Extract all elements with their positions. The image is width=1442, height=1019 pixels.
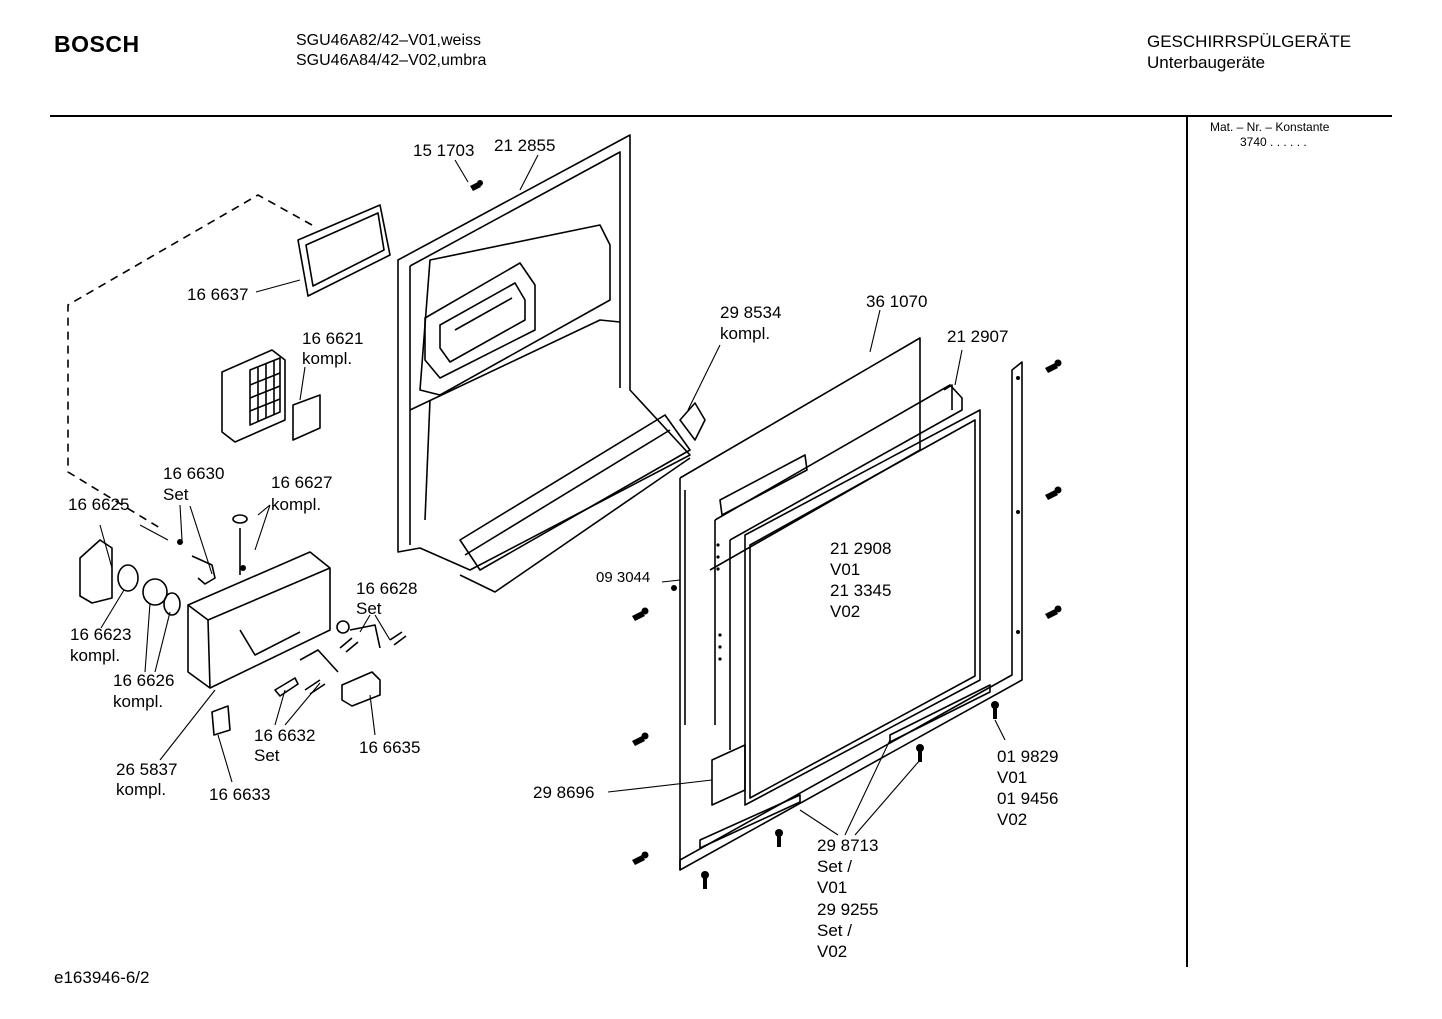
lever-166628: [349, 624, 381, 649]
control-module: [187, 551, 331, 689]
header-divider: [50, 115, 1392, 117]
part-299255-sub1: Set /: [817, 921, 852, 940]
part-166628: 16 6628: [356, 579, 417, 598]
bottom-trim-left: [699, 794, 801, 849]
bezel-166623: [79, 539, 113, 604]
spring-a: [339, 637, 359, 653]
part-213345-sub: V02: [830, 602, 860, 621]
part-166635: 16 6635: [359, 738, 420, 757]
part-299255: 29 9255: [817, 900, 878, 919]
part-265837: 26 5837: [116, 760, 177, 779]
ball-166628: [336, 620, 350, 634]
part-298713-sub2: V01: [817, 878, 847, 897]
part-166632: 16 6632: [254, 726, 315, 745]
part-213345: 21 3345: [830, 581, 891, 600]
part-166623-sub: kompl.: [70, 646, 120, 665]
mat-nr-label: Mat. – Nr. – Konstante: [1210, 120, 1330, 134]
lever-166632: [299, 649, 339, 673]
category-title: GESCHIRRSPÜLGERÄTE: [1147, 32, 1352, 51]
ring-166626a: [142, 578, 168, 606]
inner-door-panel: [397, 134, 691, 571]
part-299255-sub2: V02: [817, 942, 847, 961]
part-151703: 15 1703: [413, 141, 474, 160]
leader-lines: [99, 154, 1006, 836]
clip-166630: [191, 555, 216, 585]
part-019456: 01 9456: [997, 789, 1058, 808]
part-166633: [211, 705, 231, 736]
part-298534-sub: kompl.: [720, 324, 770, 343]
part-298713: 29 8713: [817, 836, 878, 855]
part-166621: 16 6621: [302, 329, 363, 348]
bottom-trim-right: [889, 684, 991, 743]
decor-panel: [744, 409, 981, 806]
part-019829-sub: V01: [997, 768, 1027, 787]
part-212907: 21 2907: [947, 327, 1008, 346]
outer-door-panel: [679, 337, 921, 870]
category-subtitle: Unterbaugeräte: [1147, 53, 1266, 72]
part-166621-sub: kompl.: [302, 349, 352, 368]
part-166637: 16 6637: [187, 285, 248, 304]
part-166627-sub: kompl.: [271, 495, 321, 514]
rod-166627: [232, 514, 248, 575]
spring-b: [304, 679, 326, 695]
part-298534: 29 8534: [720, 303, 781, 322]
grille-166621: [221, 349, 321, 443]
ring-166626b: [163, 592, 181, 616]
part-212908: 21 2908: [830, 539, 891, 558]
part-166628-sub: Set: [356, 599, 382, 618]
hinge-clip-298534: [679, 402, 706, 441]
switch-166635: [341, 671, 381, 707]
dashed-leader: [67, 194, 313, 529]
insulation-frame: [714, 384, 963, 750]
part-166626: 16 6626: [113, 671, 174, 690]
part-093044: 09 3044: [596, 569, 650, 586]
part-166627: 16 6627: [271, 473, 332, 492]
spring-c: [389, 631, 407, 646]
model-line-2: SGU46A84/42–V02,umbra: [296, 52, 487, 69]
side-trim-rail: [679, 361, 1023, 871]
part-298713-sub1: Set /: [817, 857, 852, 876]
lower-block-298696: [711, 744, 746, 806]
brand-logo: BOSCH: [54, 31, 140, 57]
lower-trim-strip: [459, 414, 691, 593]
part-212855: 21 2855: [494, 136, 555, 155]
model-line-1: SGU46A82/42–V01,weiss: [296, 32, 481, 49]
bracket-212907: [943, 384, 953, 410]
handle-recess: [424, 262, 536, 379]
part-166630: 16 6630: [163, 464, 224, 483]
part-019829: 01 9829: [997, 747, 1058, 766]
part-166632-sub: Set: [254, 746, 280, 765]
part-265837-sub: kompl.: [116, 780, 166, 799]
drawing-id: e163946-6/2: [54, 968, 150, 987]
sidebar-divider: [1186, 117, 1188, 967]
part-019456-sub: V02: [997, 810, 1027, 829]
part-361070: 36 1070: [866, 292, 927, 311]
ring-166623: [117, 564, 139, 592]
plate-166632: [274, 677, 299, 697]
part-166633: 16 6633: [209, 785, 270, 804]
part-166626-sub: kompl.: [113, 692, 163, 711]
screws: [177, 180, 1062, 889]
part-166623: 16 6623: [70, 625, 131, 644]
part-166625: 16 6625: [68, 495, 129, 514]
mat-nr-value: 3740 . . . . . .: [1240, 135, 1307, 149]
part-labels: 15 1703 21 2855 16 6637 16 6621 kompl. 2…: [68, 136, 1058, 961]
part-298696: 29 8696: [533, 783, 594, 802]
part-212908-sub: V01: [830, 560, 860, 579]
frame-166637: [297, 204, 391, 297]
part-166630-sub: Set: [163, 485, 189, 504]
